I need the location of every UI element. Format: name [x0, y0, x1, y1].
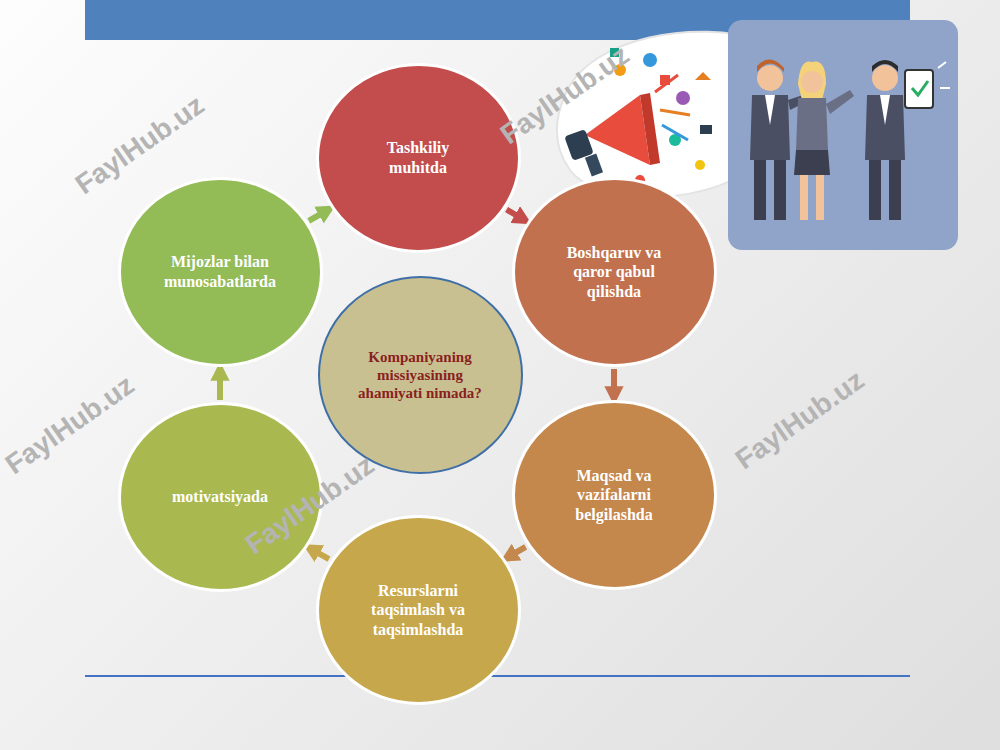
watermark: FaylHub.uz	[495, 39, 636, 151]
circle-fill	[317, 65, 519, 252]
cycle-arrow	[309, 213, 322, 221]
topic-circle: Boshqaruv va qaror qabul qilishda	[512, 177, 717, 367]
cycle-arrow	[507, 210, 519, 217]
watermark: FaylHub.uz	[730, 364, 871, 476]
circle-fill	[317, 517, 519, 704]
circle-label: Tashkiliy muhitda	[371, 138, 466, 177]
watermark: FaylHub.uz	[0, 369, 140, 481]
cycle-arrow	[611, 369, 617, 390]
topic-circle: Maqsad va vazifalarni belgilashda	[512, 400, 717, 590]
center-circle: Kompaniyaning missiyasining ahamiyati ni…	[318, 276, 523, 474]
circle-label: Kompaniyaning missiyasining ahamiyati ni…	[358, 348, 483, 403]
circle-label: Boshqaruv va qaror qabul qilishda	[552, 243, 677, 302]
circle-fill	[513, 402, 715, 589]
cycle-arrow	[513, 547, 525, 554]
circle-outline	[118, 177, 323, 367]
circle-fill	[513, 179, 715, 366]
circle-label: Resurslarni taqsimlash va taqsimlashda	[353, 581, 483, 640]
bottom-rule	[85, 675, 910, 677]
circle-outline	[316, 63, 521, 253]
people-illustration	[728, 20, 958, 250]
circle-fill	[119, 404, 321, 591]
topic-circle: Tashkiliy muhitda	[316, 63, 521, 253]
topic-circle: Resurslarni taqsimlash va taqsimlashda	[316, 515, 521, 705]
topic-circle: Mijozlar bilan munosabatlarda	[118, 177, 323, 367]
circle-label: Maqsad va vazifalarni belgilashda	[557, 466, 672, 525]
cycle-arrow	[217, 377, 223, 400]
circle-label: motivatsiyada	[172, 487, 268, 507]
circle-label: Mijozlar bilan munosabatlarda	[145, 252, 295, 291]
circle-fill	[119, 179, 321, 366]
cycle-arrow	[316, 552, 329, 559]
circle-fill	[319, 277, 522, 473]
